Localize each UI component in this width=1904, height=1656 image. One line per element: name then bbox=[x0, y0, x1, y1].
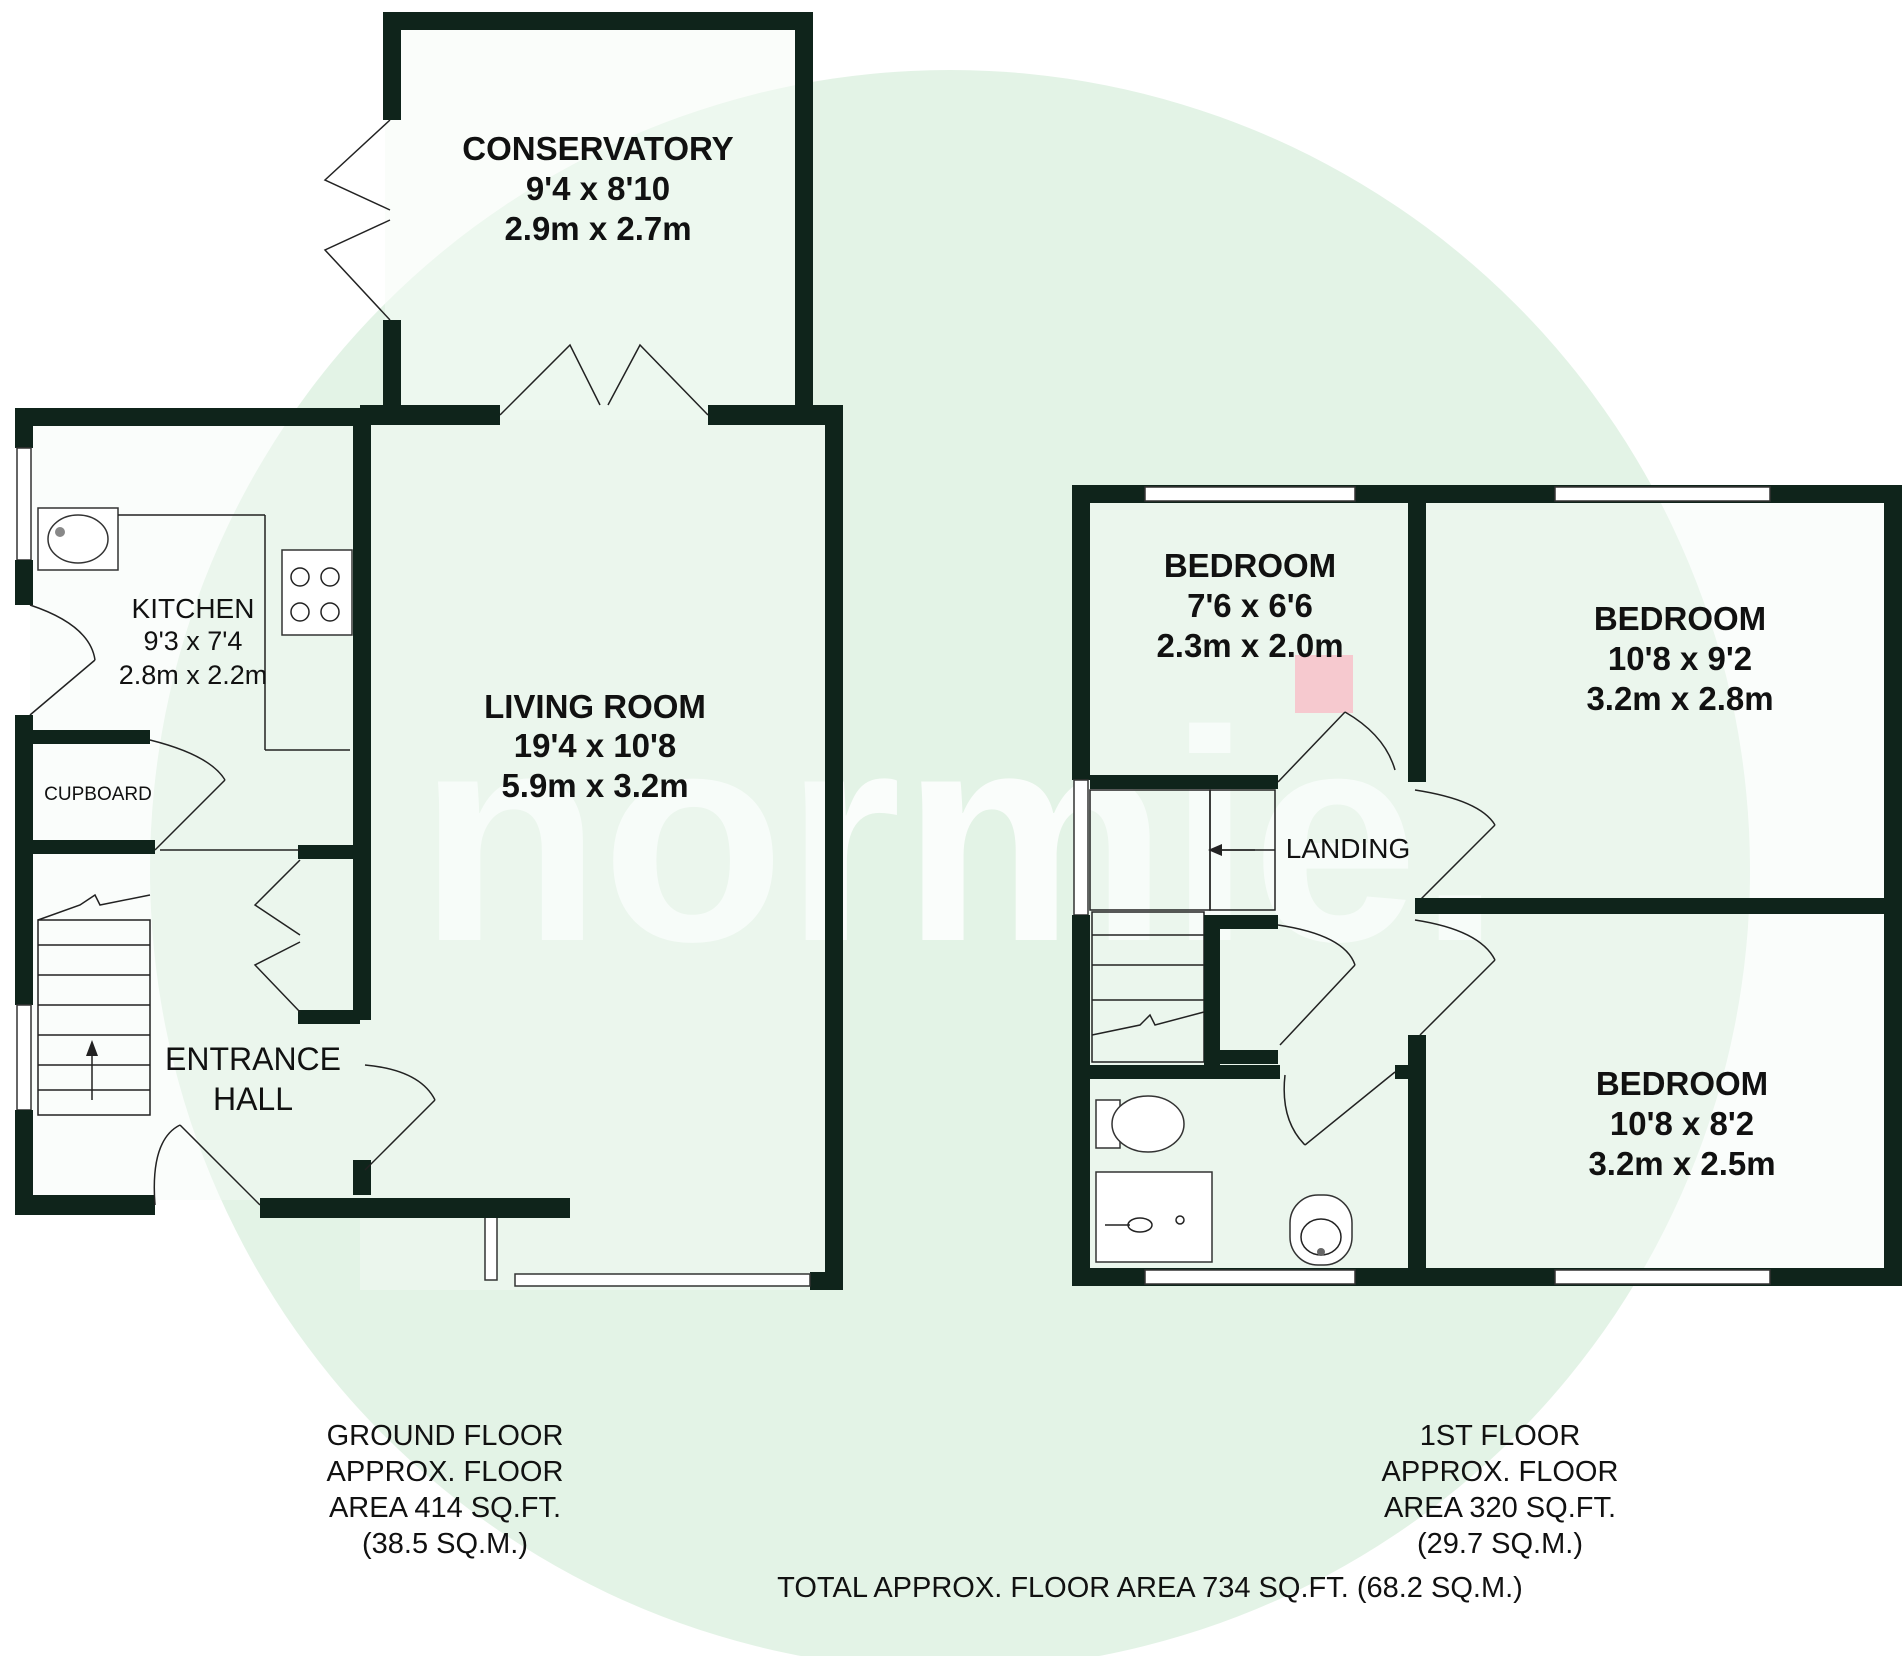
bedroom-small-name: BEDROOM bbox=[1164, 547, 1336, 584]
bedroom-small-imperial: 7'6 x 6'6 bbox=[1187, 587, 1313, 624]
total-area-caption: TOTAL APPROX. FLOOR AREA 734 SQ.FT. (68.… bbox=[777, 1572, 1523, 1604]
kitchen-metric: 2.8m x 2.2m bbox=[119, 660, 268, 690]
ground-floor-caption-line1: GROUND FLOOR bbox=[326, 1420, 564, 1452]
kitchen-hob bbox=[281, 549, 353, 636]
bedroom-small-metric: 2.3m x 2.0m bbox=[1156, 627, 1343, 664]
ground-floor-caption: GROUND FLOOR APPROX. FLOOR AREA 414 SQ.F… bbox=[280, 1418, 610, 1562]
living-room-name: LIVING ROOM bbox=[484, 688, 706, 725]
bedroom-bottom-right-imperial: 10'8 x 8'2 bbox=[1610, 1105, 1754, 1142]
kitchen-sink bbox=[37, 507, 119, 571]
label-living-room: LIVING ROOM 19'4 x 10'8 5.9m x 3.2m bbox=[484, 688, 706, 804]
bedroom-top-right-metric: 3.2m x 2.8m bbox=[1586, 680, 1773, 717]
ground-floor-caption-line4: (38.5 SQ.M.) bbox=[362, 1528, 528, 1560]
label-bedroom-bottom-right: BEDROOM 10'8 x 8'2 3.2m x 2.5m bbox=[1588, 1065, 1775, 1182]
first-floor-caption: 1ST FLOOR APPROX. FLOOR AREA 320 SQ.FT. … bbox=[1335, 1418, 1665, 1562]
living-room-metric: 5.9m x 3.2m bbox=[501, 767, 688, 804]
label-entrance-hall: ENTRANCE HALL bbox=[165, 1041, 341, 1117]
bedroom-bottom-right-name: BEDROOM bbox=[1596, 1065, 1768, 1102]
kitchen-name: KITCHEN bbox=[132, 593, 255, 624]
bedroom-top-right-name: BEDROOM bbox=[1594, 600, 1766, 637]
first-floor-caption-line4: (29.7 SQ.M.) bbox=[1417, 1528, 1583, 1560]
living-room-imperial: 19'4 x 10'8 bbox=[514, 727, 677, 764]
ground-floor-plan bbox=[15, 12, 843, 1290]
ground-floor-caption-line3: AREA 414 SQ.FT. bbox=[328, 1492, 562, 1524]
bedroom-top-right-imperial: 10'8 x 9'2 bbox=[1608, 640, 1752, 677]
entrance-hall-line1: ENTRANCE bbox=[165, 1041, 341, 1077]
conservatory-name: CONSERVATORY bbox=[462, 130, 733, 167]
watermark-text: normie. bbox=[418, 668, 1502, 1004]
ground-floor-caption-line2: APPROX. FLOOR bbox=[326, 1456, 564, 1488]
conservatory-metric: 2.9m x 2.7m bbox=[504, 210, 691, 247]
first-floor-caption-line2: APPROX. FLOOR bbox=[1381, 1456, 1619, 1488]
first-floor-caption-line3: AREA 320 SQ.FT. bbox=[1383, 1492, 1617, 1524]
bedroom-bottom-right-metric: 3.2m x 2.5m bbox=[1588, 1145, 1775, 1182]
cupboard-name: CUPBOARD bbox=[44, 784, 152, 805]
label-bedroom-small: BEDROOM 7'6 x 6'6 2.3m x 2.0m bbox=[1156, 547, 1343, 664]
accent-square bbox=[1295, 655, 1353, 713]
shower bbox=[1095, 1171, 1213, 1263]
entrance-hall-line2: HALL bbox=[213, 1081, 293, 1117]
label-kitchen: KITCHEN 9'3 x 7'4 2.8m x 2.2m bbox=[119, 593, 268, 690]
toilet bbox=[1095, 1095, 1185, 1153]
label-conservatory: CONSERVATORY 9'4 x 8'10 2.9m x 2.7m bbox=[462, 130, 733, 247]
kitchen-imperial: 9'3 x 7'4 bbox=[144, 626, 243, 656]
first-floor-caption-line1: 1ST FLOOR bbox=[1419, 1420, 1581, 1452]
first-floor-plan bbox=[1072, 485, 1902, 1286]
conservatory-imperial: 9'4 x 8'10 bbox=[526, 170, 670, 207]
wash-basin bbox=[1289, 1194, 1353, 1266]
landing-name: LANDING bbox=[1286, 833, 1410, 864]
label-bedroom-top-right: BEDROOM 10'8 x 9'2 3.2m x 2.8m bbox=[1586, 600, 1773, 717]
background-disc bbox=[150, 70, 1750, 1656]
first-floor-stairs bbox=[1091, 911, 1205, 1063]
ground-stairs bbox=[37, 893, 151, 1116]
